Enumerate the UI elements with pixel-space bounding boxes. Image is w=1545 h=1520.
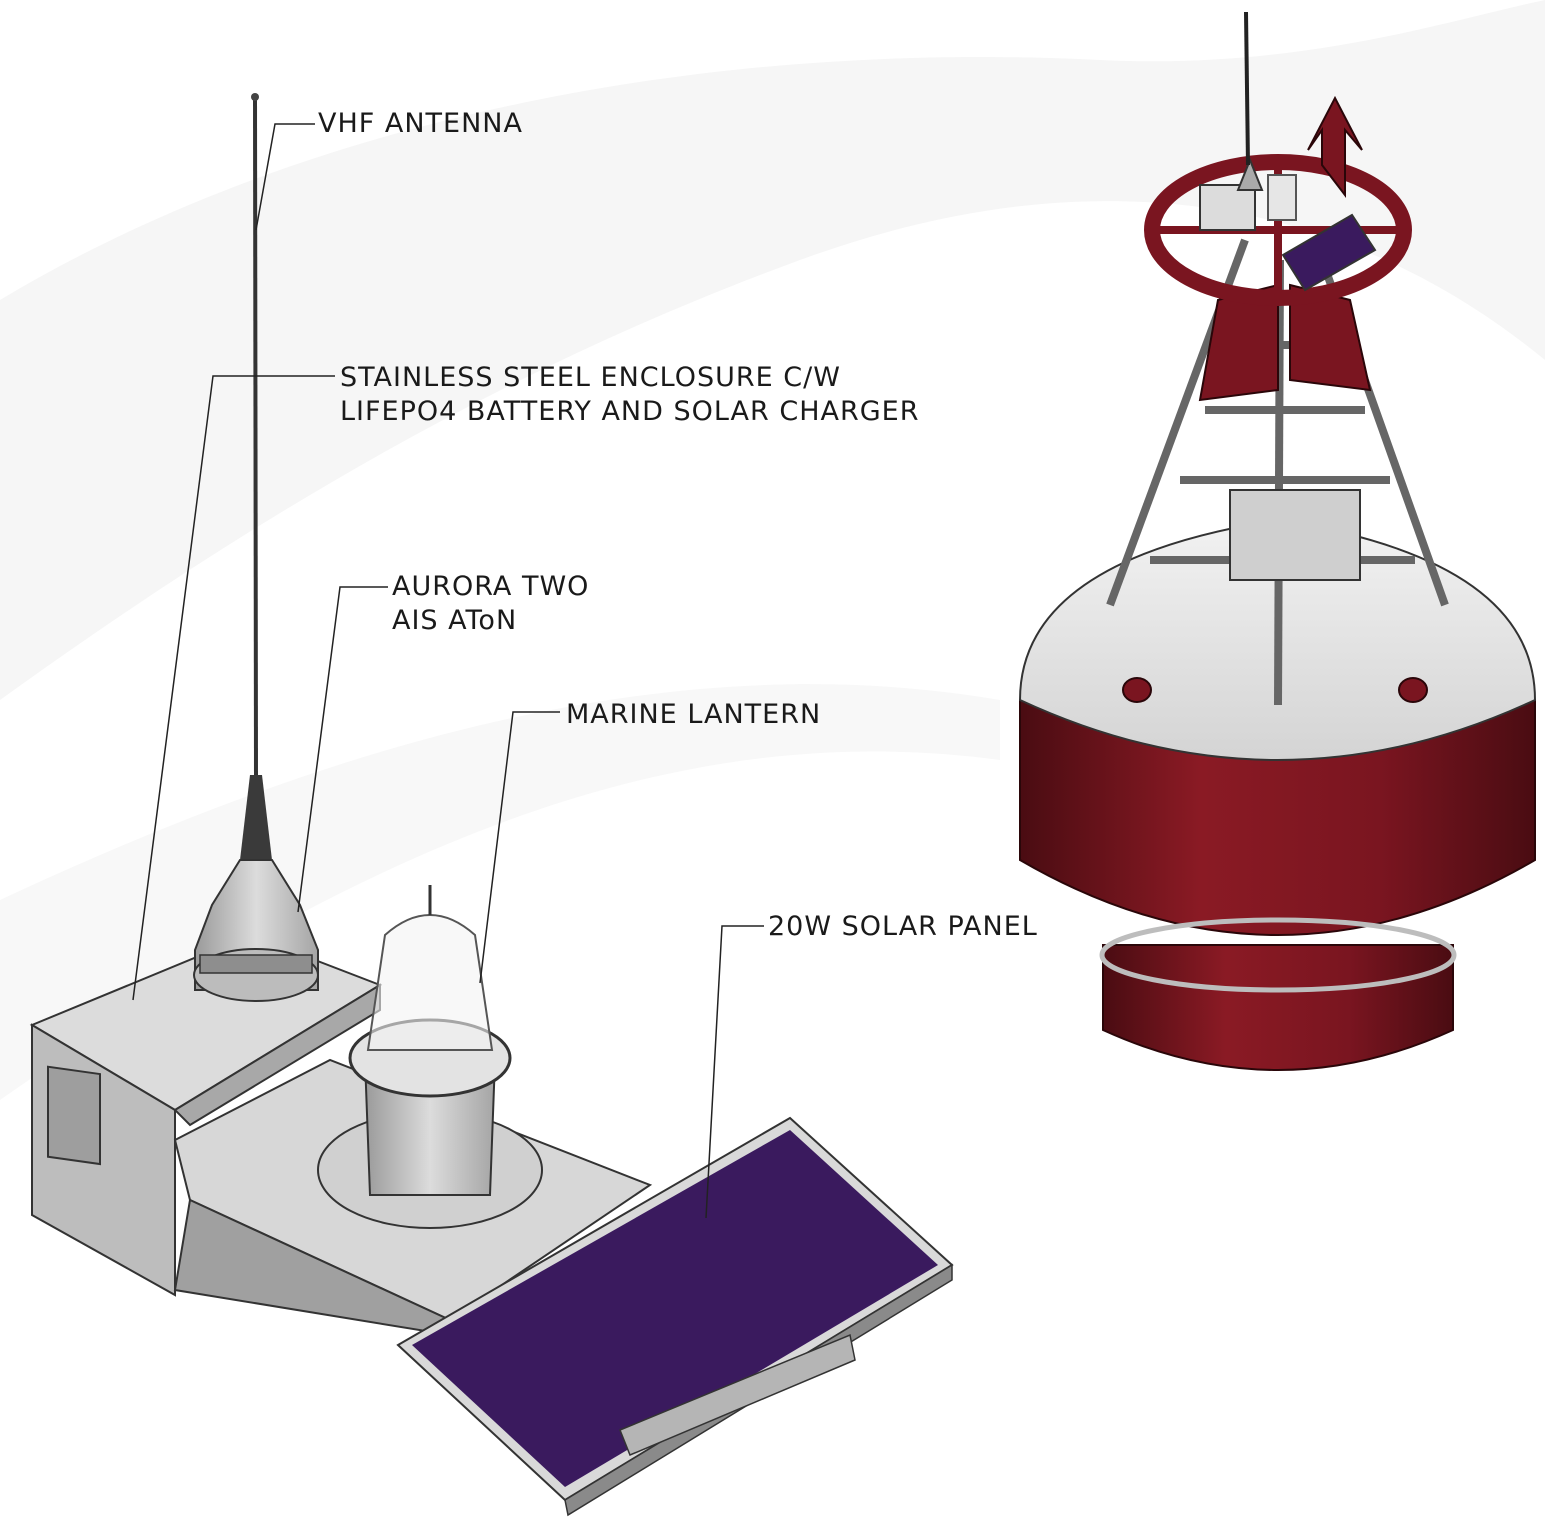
top-ais-unit [1236,157,1264,191]
label-enclosure: STAINLESS STEEL ENCLOSURE C/W LIFEPO4 BA… [340,361,920,429]
leader-enclosure [132,375,335,1001]
antenna-tip [251,93,259,101]
solar-panel-cells [412,1130,938,1487]
buoy-body [1019,699,1536,936]
solar-panel-bracket [619,1333,856,1456]
background-swirl-2 [0,684,1000,1100]
label-aurora-line1: AURORA TWO [392,571,590,602]
top-enclosure [1199,184,1256,231]
label-aurora-two: AURORA TWO AIS AToN [392,570,589,638]
vhf-antenna-whip [253,94,258,781]
lifting-eye [1122,677,1152,703]
top-vhf-antenna [1244,11,1250,166]
leader-solar [705,925,764,1219]
label-vhf-antenna: VHF ANTENNA [318,108,523,139]
buoy-enclosure-box [1229,489,1361,581]
top-ring [1144,154,1412,306]
antenna-base-cone [240,775,272,860]
leader-vhf [255,123,315,231]
leader-lines [132,123,764,1219]
left-assembly [29,93,954,1517]
background-swirl [0,0,1545,700]
label-solar-panel: 20W SOLAR PANEL [768,911,1038,942]
label-enclosure-line2: LIFEPO4 BATTERY AND SOLAR CHARGER [340,396,920,427]
aurora-two-ring [199,954,313,974]
topmark-arrow [1307,95,1363,198]
buoy-assembly [1018,11,1537,1071]
top-solar-panel [1281,213,1377,292]
buoy-band [1099,917,1457,993]
lifting-eye-2 [1398,677,1428,703]
label-aurora-line2: AIS AToN [392,605,518,636]
enclosure-label-plate [47,1065,101,1166]
leader-lantern [479,711,560,984]
leader-aurora [297,586,388,913]
lantern-dome [366,914,494,1051]
label-marine-lantern: MARINE LANTERN [566,699,822,730]
top-lantern [1267,174,1297,221]
label-enclosure-line1: STAINLESS STEEL ENCLOSURE C/W [340,362,841,393]
buoy-skirt [1102,944,1454,1071]
